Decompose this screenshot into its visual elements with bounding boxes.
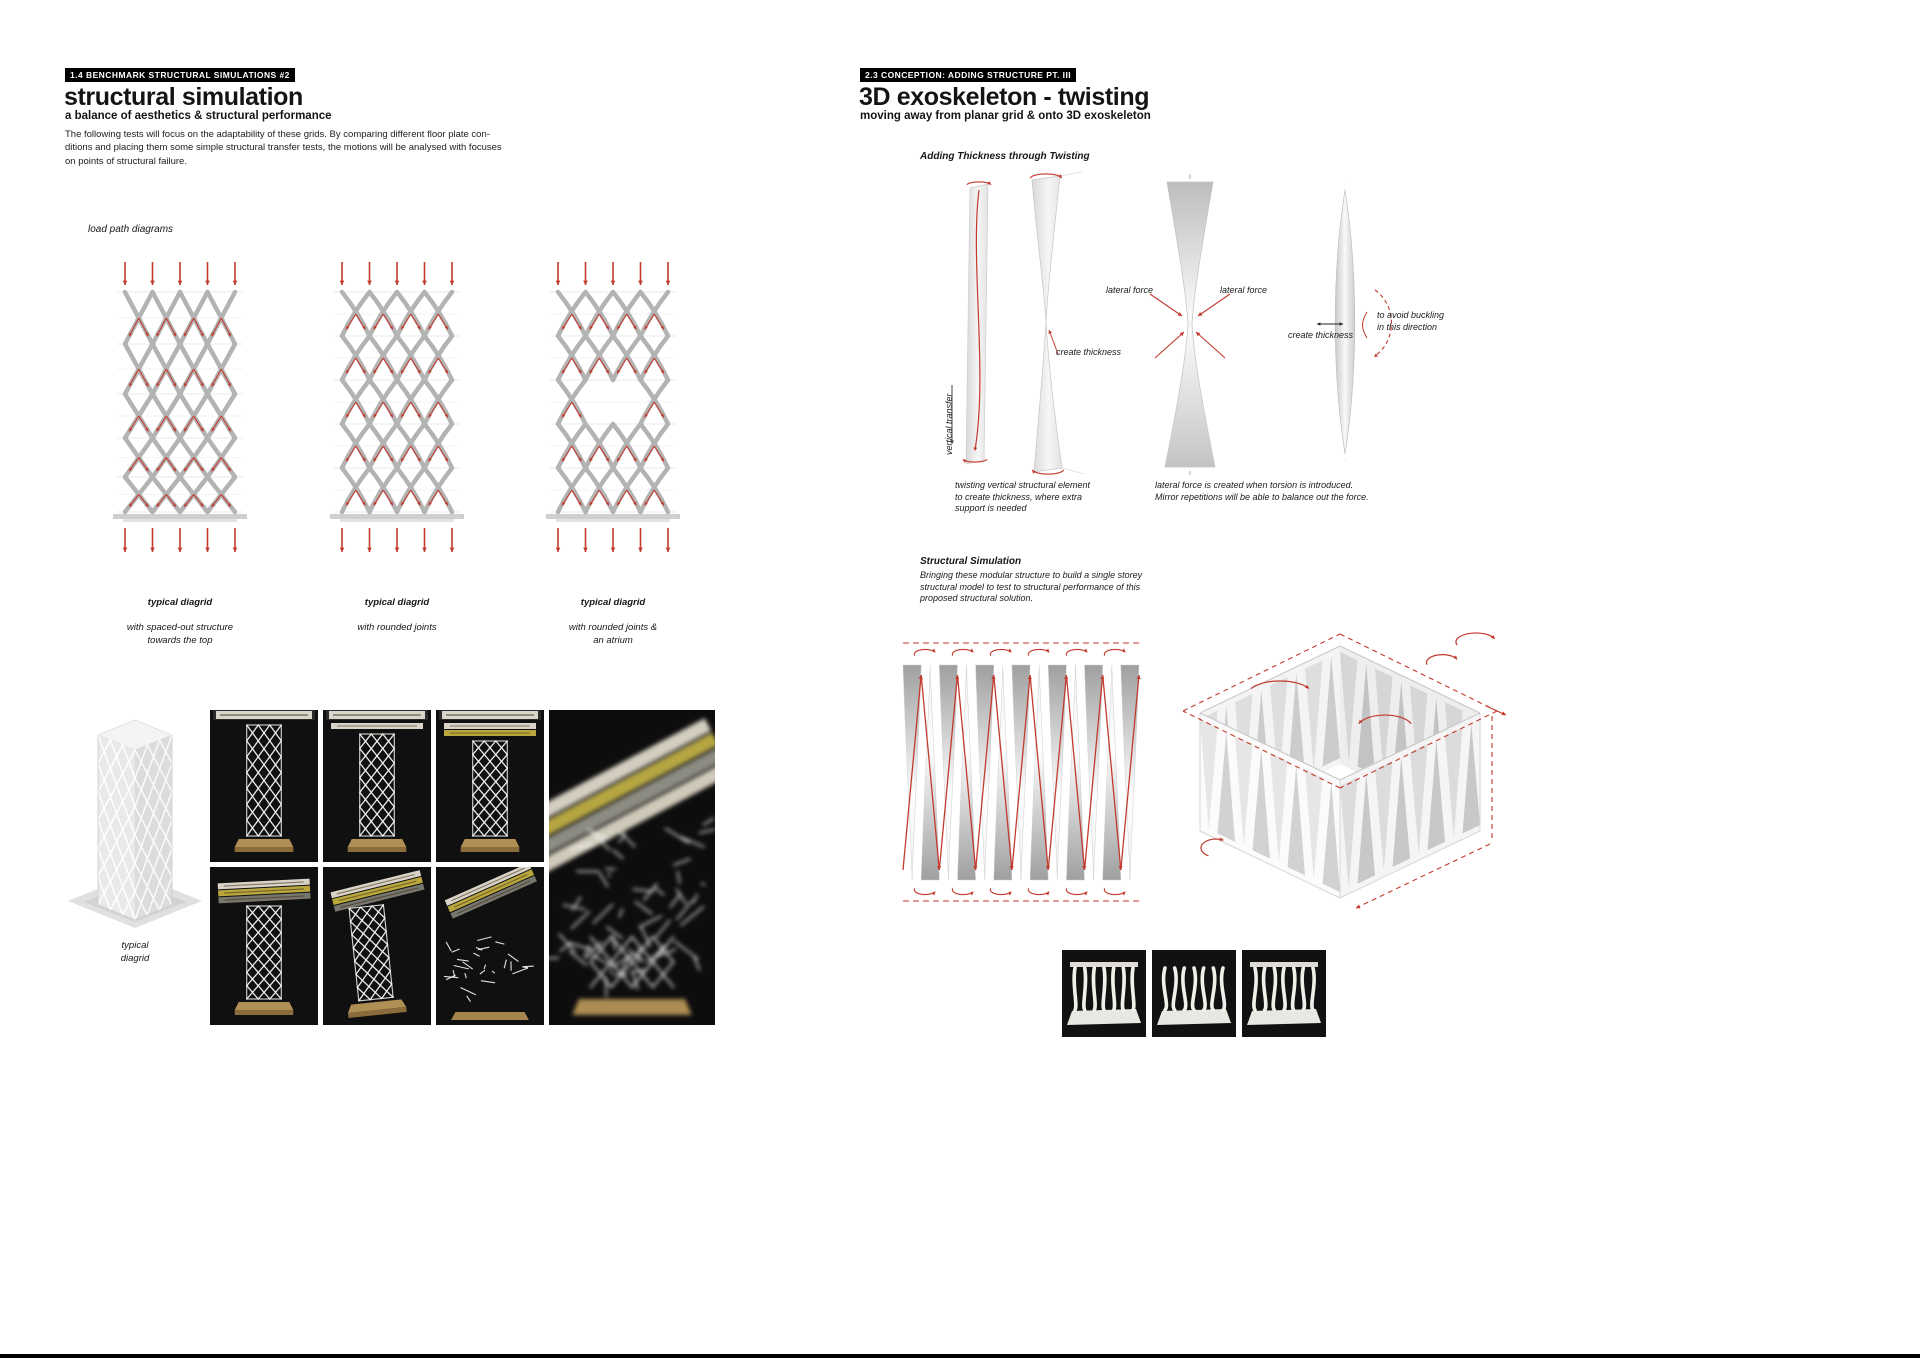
diagrid-tower-render <box>68 719 202 928</box>
structural-simulation-text: Bringing these modular structure to buil… <box>920 570 1143 604</box>
twisting-caption-1: twisting vertical structural element to … <box>955 480 1091 514</box>
model-test-photo-2 <box>323 710 431 862</box>
twisting-diagram-c <box>1317 182 1393 462</box>
create-thickness-label-2: create thickness <box>1288 330 1354 340</box>
exoskeleton-model-photo-2 <box>1152 950 1236 1037</box>
front-view-simulation-diagram <box>902 642 1141 902</box>
vertical-transfer-label: vertical transfer <box>944 393 954 455</box>
load-path-diagrams-label: load path diagrams <box>88 224 174 235</box>
model-test-photo-5 <box>323 867 431 1025</box>
caption-title: typical diagrid <box>147 596 213 608</box>
model-test-photo-6 <box>436 867 544 1025</box>
load-path-diagram-2 <box>330 262 464 552</box>
diagram-caption-3: typical diagrid with rounded joints & an… <box>538 584 688 661</box>
load-path-diagram-1 <box>113 262 247 552</box>
model-test-photo-1 <box>210 710 318 862</box>
diagram-caption-1: typical diagrid with spaced-out structur… <box>105 584 255 661</box>
lateral-force-label-right: lateral force <box>1220 285 1268 295</box>
section-tag-left: 1.4 BENCHMARK STRUCTURAL SIMULATIONS #2 <box>65 68 295 82</box>
create-thickness-label-1: create thickness <box>1056 347 1122 357</box>
structural-simulation-heading: Structural Simulation <box>920 556 1022 567</box>
isometric-box-diagram <box>1182 632 1507 909</box>
section-tag-right: 2.3 CONCEPTION: ADDING STRUCTURE PT. III <box>860 68 1077 82</box>
exoskeleton-model-photo-1 <box>1062 950 1146 1037</box>
page-right-title: 3D exoskeleton - twisting <box>859 83 1150 111</box>
twisting-diagram-b <box>1149 174 1231 475</box>
avoid-buckling-label: to avoid buckling in this direction <box>1377 310 1445 332</box>
caption-title: typical diagrid <box>580 596 646 608</box>
model-test-photo-4 <box>210 867 318 1025</box>
exoskeleton-model-photo-3 <box>1242 950 1326 1037</box>
caption-sub: with spaced-out structure towards the to… <box>126 622 234 647</box>
twisting-section-heading: Adding Thickness through Twisting <box>920 151 1090 162</box>
tower-caption: typical diagrid <box>120 940 150 964</box>
lateral-force-label-left: lateral force <box>1106 285 1154 295</box>
page-right-subtitle: moving away from planar grid & onto 3D e… <box>860 110 1151 122</box>
twisting-caption-2: lateral force is created when torsion is… <box>1155 480 1369 502</box>
diagram-caption-2: typical diagrid with rounded joints <box>322 584 472 648</box>
caption-sub: with rounded joints <box>357 622 437 634</box>
caption-title: typical diagrid <box>364 596 430 608</box>
twisting-diagram-a <box>950 172 1085 477</box>
load-path-diagram-3 <box>546 262 680 552</box>
page-left-subtitle: a balance of aesthetics & structural per… <box>65 110 332 122</box>
caption-sub: with rounded joints & an atrium <box>568 622 658 647</box>
page-left-intro: The following tests will focus on the ad… <box>65 129 502 167</box>
model-test-photo-large <box>549 710 715 1025</box>
page-left-title: structural simulation <box>64 83 303 111</box>
model-test-photo-3 <box>436 710 544 862</box>
